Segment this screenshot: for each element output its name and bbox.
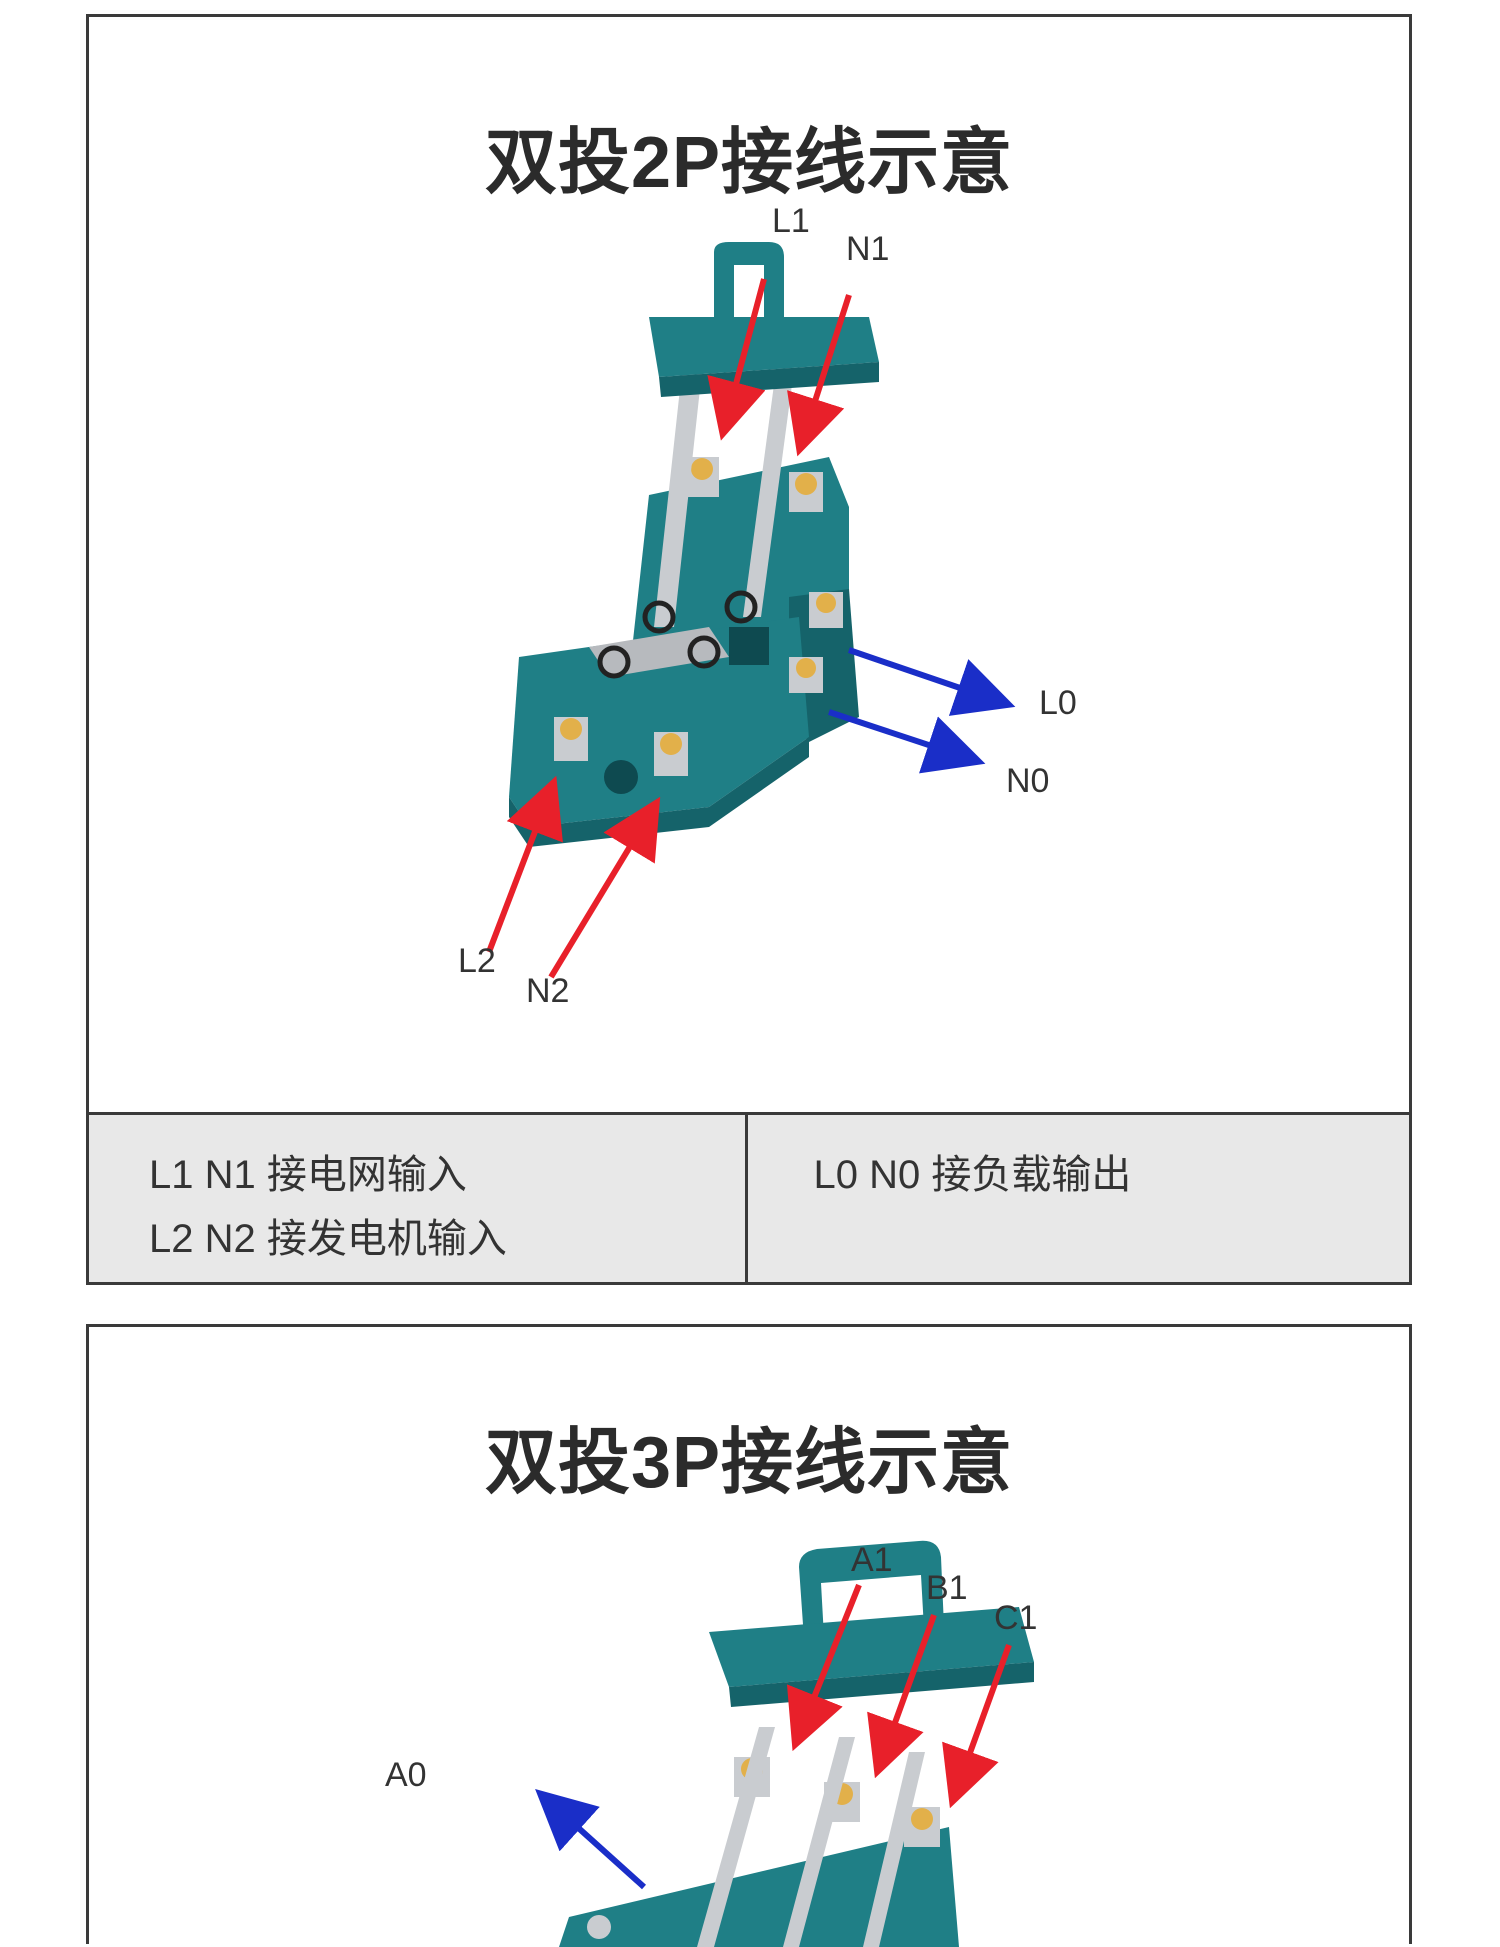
legend-grid-input: L1 N1 接电网输入: [149, 1153, 467, 1197]
legend-output-cell: L0 N0 接负载输出: [744, 1115, 1410, 1282]
label-a0: A0: [385, 1756, 427, 1794]
legend-generator-input: L2 N2 接发电机输入: [149, 1217, 507, 1261]
diagram-panel-3p: 双投3P接线示意: [86, 1324, 1412, 1947]
panel-title: 双投2P接线示意: [484, 123, 1014, 203]
switch-body: [509, 457, 859, 847]
input-arrows: [786, 1583, 1012, 1809]
label-n1: N1: [846, 230, 889, 268]
panel-title: 双投3P接线示意: [484, 1423, 1014, 1503]
diagram-panel-2p: 双投2P接线示意: [86, 14, 1412, 1285]
label-n0: N0: [1006, 762, 1049, 800]
label-c1: C1: [994, 1599, 1037, 1637]
label-l0: L0: [1039, 684, 1077, 722]
switch-blades: [589, 347, 797, 679]
legend-load-output: L0 N0 接负载输出: [813, 1153, 1132, 1197]
switch-diagram-2p: L1 N1 L0 N0 L2 N2: [458, 202, 1077, 1010]
output-arrows: [535, 1788, 647, 1890]
input-arrows: [486, 278, 852, 979]
label-n2: N2: [526, 972, 569, 1010]
label-l2: L2: [458, 942, 496, 980]
switch-blades: [697, 1727, 925, 1947]
switch-handle: [649, 242, 879, 397]
label-a1: A1: [851, 1541, 893, 1579]
legend-table-2p: L1 N1 接电网输入 L2 N2 接发电机输入 L0 N0 接负载输出: [89, 1112, 1409, 1282]
label-b1: B1: [926, 1569, 968, 1607]
label-l1: L1: [772, 202, 810, 240]
output-arrows: [828, 647, 1016, 774]
switch-diagram-3p: A1 B1 C1 A0: [385, 1540, 1037, 1947]
legend-input-cell: L1 N1 接电网输入 L2 N2 接发电机输入: [89, 1115, 745, 1282]
